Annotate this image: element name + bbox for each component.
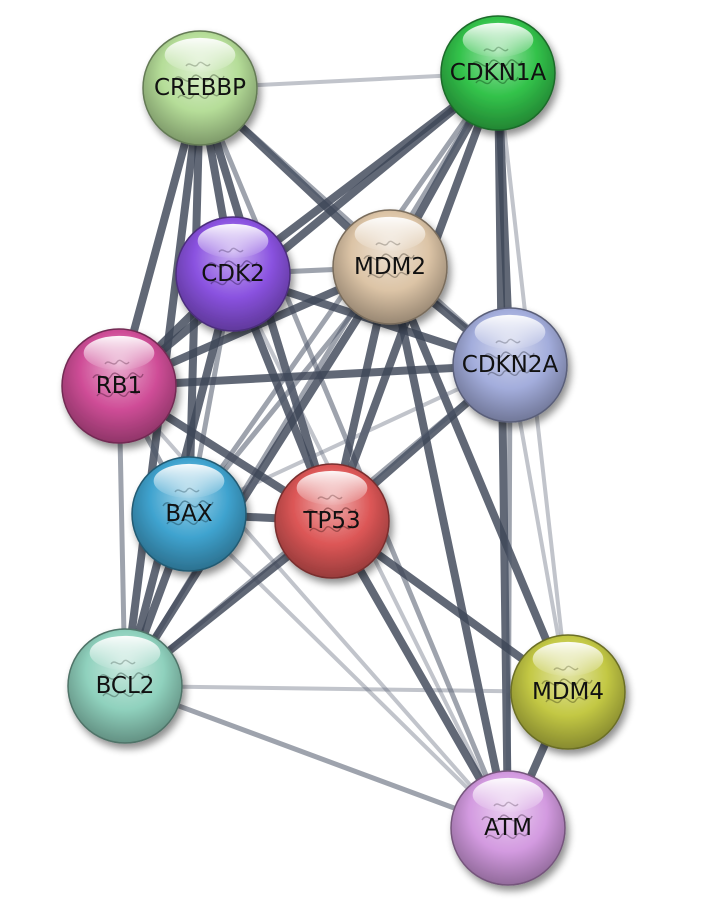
node-highlight <box>462 22 534 58</box>
node-rb1[interactable]: RB1 <box>61 328 177 444</box>
node-bcl2[interactable]: BCL2 <box>67 628 183 744</box>
node-label: RB1 <box>96 373 142 399</box>
edge-tp53-atm <box>328 517 512 832</box>
node-label: TP53 <box>302 508 360 534</box>
node-label: CDKN1A <box>450 60 547 86</box>
node-cdk2[interactable]: CDK2 <box>175 216 291 332</box>
edge-cdkn2a-bax <box>187 363 512 516</box>
node-highlight <box>83 335 155 371</box>
edges-layer <box>115 69 572 832</box>
edge-bcl2-mdm4 <box>123 684 570 694</box>
edge-mdm2-atm <box>386 263 512 832</box>
edge-cdkn2a-atm <box>505 362 513 831</box>
node-highlight <box>89 635 161 671</box>
node-highlight <box>474 314 546 350</box>
node-atm[interactable]: ATM <box>450 770 566 886</box>
node-highlight <box>197 223 269 259</box>
edge-bcl2-atm <box>122 683 511 831</box>
node-highlight <box>164 37 236 73</box>
node-tp53[interactable]: TP53 <box>274 463 390 579</box>
node-label: MDM2 <box>354 254 426 280</box>
node-highlight <box>354 216 426 252</box>
node-crebbp[interactable]: CREBBP <box>142 30 258 146</box>
node-mdm2[interactable]: MDM2 <box>332 209 448 325</box>
node-label: BCL2 <box>96 673 155 699</box>
node-label: CREBBP <box>154 75 246 101</box>
node-highlight <box>153 463 225 499</box>
node-label: CDK2 <box>201 261 265 287</box>
node-bax[interactable]: BAX <box>131 456 247 572</box>
node-label: BAX <box>165 501 213 527</box>
node-highlight <box>532 641 604 677</box>
node-cdkn1a[interactable]: CDKN1A <box>440 15 556 131</box>
edge-cdkn2a-rb1 <box>115 361 514 390</box>
node-highlight <box>472 777 544 813</box>
node-label: MDM4 <box>532 679 604 705</box>
node-mdm4[interactable]: MDM4 <box>510 634 626 750</box>
node-label: ATM <box>484 815 532 841</box>
node-highlight <box>296 470 368 506</box>
edge-bax-atm <box>187 512 510 830</box>
edge-mdm2-mdm4 <box>386 263 572 696</box>
node-cdkn2a[interactable]: CDKN2A <box>452 307 568 423</box>
node-label: CDKN2A <box>462 352 559 378</box>
edge-cdkn1a-rb1 <box>115 69 502 390</box>
